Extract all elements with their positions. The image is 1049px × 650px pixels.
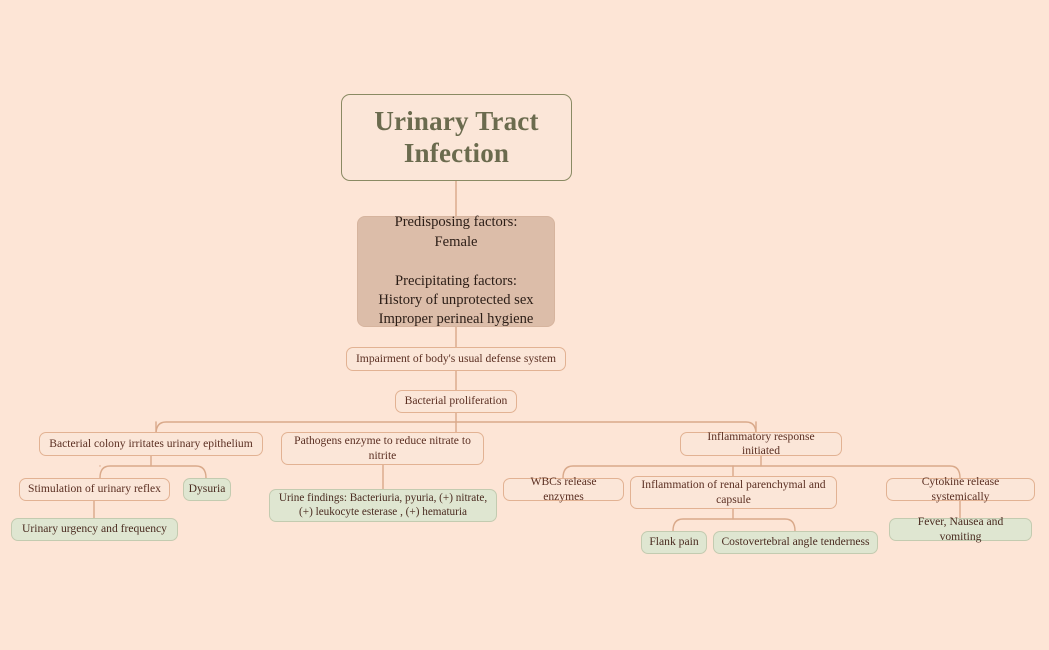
node-flank-pain[interactable]: Flank pain [641,531,707,554]
node-inflammation-renal-parenchymal-capsule[interactable]: Inflammation of renal parenchymal and ca… [630,476,837,509]
node-inflammatory-response-initiated[interactable]: Inflammatory response initiated [680,430,842,457]
node-stimulation-of-urinary-reflex[interactable]: Stimulation of urinary reflex [19,478,170,501]
node-urinary-urgency-and-frequency[interactable]: Urinary urgency and frequency [11,518,178,541]
factors-text: Predisposing factors: Female Precipitati… [378,214,534,328]
node-pathogens-nitrate-to-nitrite[interactable]: Pathogens enzyme to reduce nitrate to ni… [281,432,484,465]
node-bacterial-proliferation[interactable]: Bacterial proliferation [395,390,517,413]
node-dysuria[interactable]: Dysuria [183,478,231,501]
node-predisposing-precipitating-factors[interactable]: Predisposing factors: Female Precipitati… [357,214,555,328]
node-wbcs-release-enzymes[interactable]: WBCs release enzymes [503,475,624,503]
node-urine-findings[interactable]: Urine findings: Bacteriuria, pyuria, (+)… [269,489,497,522]
node-root-urinary-tract-infection[interactable]: Urinary Tract Infection [341,94,572,181]
node-costovertebral-angle-tenderness[interactable]: Costovertebral angle tenderness [713,531,878,554]
node-bacterial-colony-irritates-epithelium[interactable]: Bacterial colony irritates urinary epith… [39,432,263,456]
node-fever-nausea-vomiting[interactable]: Fever, Nausea and vomiting [889,515,1032,543]
node-impairment-defense-system[interactable]: Impairment of body's usual defense syste… [346,347,566,371]
node-cytokine-release-systemically[interactable]: Cytokine release systemically [886,475,1035,503]
